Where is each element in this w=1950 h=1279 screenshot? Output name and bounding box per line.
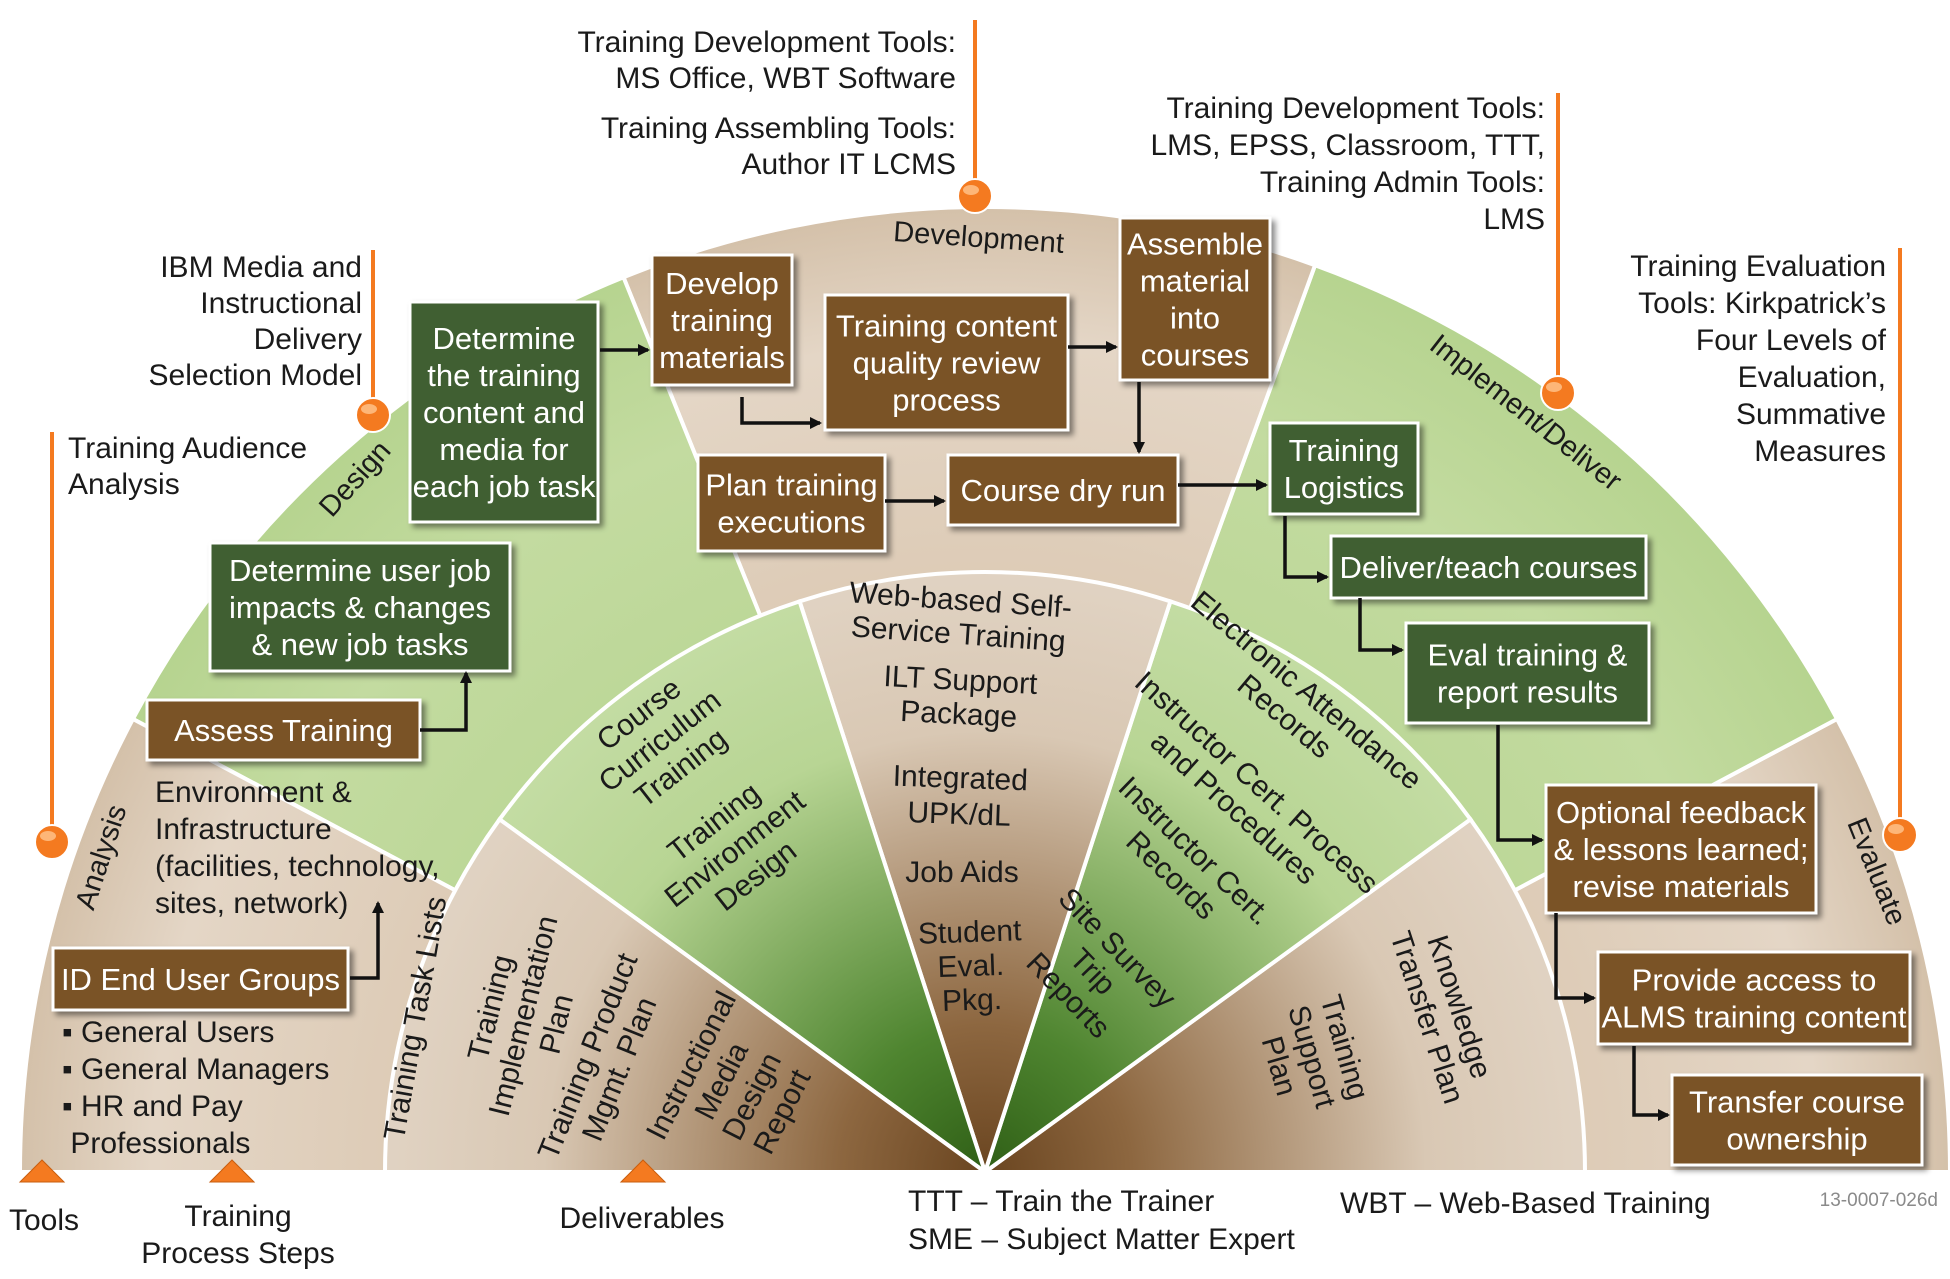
step-id-end-user-groups-text: ID End User Groups xyxy=(61,962,340,997)
pin-deliver-tools xyxy=(1540,375,1576,411)
deliverable-student-eval: StudentEval.Pkg. xyxy=(917,914,1025,1019)
step-assess-training: Assess Training xyxy=(145,698,422,762)
wedge-development xyxy=(797,570,1173,1179)
legend-tools: Tools xyxy=(9,1204,79,1237)
wedge-implement xyxy=(981,598,1474,1178)
analysis-environment-text: Environment &Infrastructure(facilities, … xyxy=(155,776,440,920)
pin-eval-tools xyxy=(1882,817,1918,853)
step-id-end-user-groups: ID End User Groups xyxy=(51,946,350,1012)
legend-wbt: WBT – Web-Based Training xyxy=(1340,1187,1711,1220)
tool-dev-text: Training Development Tools:MS Office, WB… xyxy=(577,26,956,95)
pin-ibm xyxy=(355,397,391,433)
legend-sme: SME – Subject Matter Expert xyxy=(908,1223,1295,1256)
step-eval-training-text: Eval training &report results xyxy=(1428,637,1628,709)
legend-tools-triangle xyxy=(18,1159,66,1183)
pin-audience xyxy=(34,824,70,860)
step-eval-training: Eval training &report results xyxy=(1404,621,1651,725)
arrow-access-to-transfer xyxy=(1632,1046,1670,1121)
legend-deliverables-triangle xyxy=(619,1159,667,1183)
deliverable-ilt-support: ILT SupportPackage xyxy=(881,660,1039,735)
arrow-assess-to-impacts xyxy=(420,671,472,732)
arrow-eval-to-feedback xyxy=(1496,725,1544,846)
legend-deliverables: Deliverables xyxy=(559,1202,724,1235)
step-course-dry-run-text: Course dry run xyxy=(960,473,1165,508)
arrow-develop-to-quality xyxy=(740,397,822,429)
deliverable-job-aids: Job Aids xyxy=(905,856,1018,889)
step-optional-feedback: Optional feedback& lessons learned;revis… xyxy=(1544,783,1818,915)
arrow-deliver-to-eval xyxy=(1358,598,1404,656)
arrow-logistics-to-deliver xyxy=(1283,516,1329,583)
legend-process-triangle xyxy=(208,1159,256,1183)
deliverable-integrated-upk: IntegratedUPK/dL xyxy=(891,760,1028,834)
step-assess-training-text: Assess Training xyxy=(174,713,393,748)
step-optional-feedback-text: Optional feedback& lessons learned;revis… xyxy=(1553,795,1808,904)
pin-dev-tools xyxy=(957,178,993,214)
legend-ttt: TTT – Train the Trainer xyxy=(908,1185,1214,1218)
step-deliver-courses-text: Deliver/teach courses xyxy=(1339,550,1637,585)
tool-assemble-text: Training Assembling Tools:Author IT LCMS xyxy=(601,112,956,181)
wedge-design xyxy=(496,598,989,1178)
tool-deliver-text: Training Development Tools:LMS, EPSS, Cl… xyxy=(1150,92,1545,236)
wedge-analysis xyxy=(382,816,992,1174)
step-deliver-courses: Deliver/teach courses xyxy=(1329,534,1648,600)
arrow-feedback-to-access xyxy=(1554,913,1596,1004)
step-course-dry-run: Course dry run xyxy=(946,453,1180,527)
arrow-groups-to-environment xyxy=(350,901,384,980)
figure-code: 13-0007-026d xyxy=(1820,1190,1938,1211)
analysis-user-groups-text: ▪ General Users▪ General Managers▪ HR an… xyxy=(62,1016,329,1160)
